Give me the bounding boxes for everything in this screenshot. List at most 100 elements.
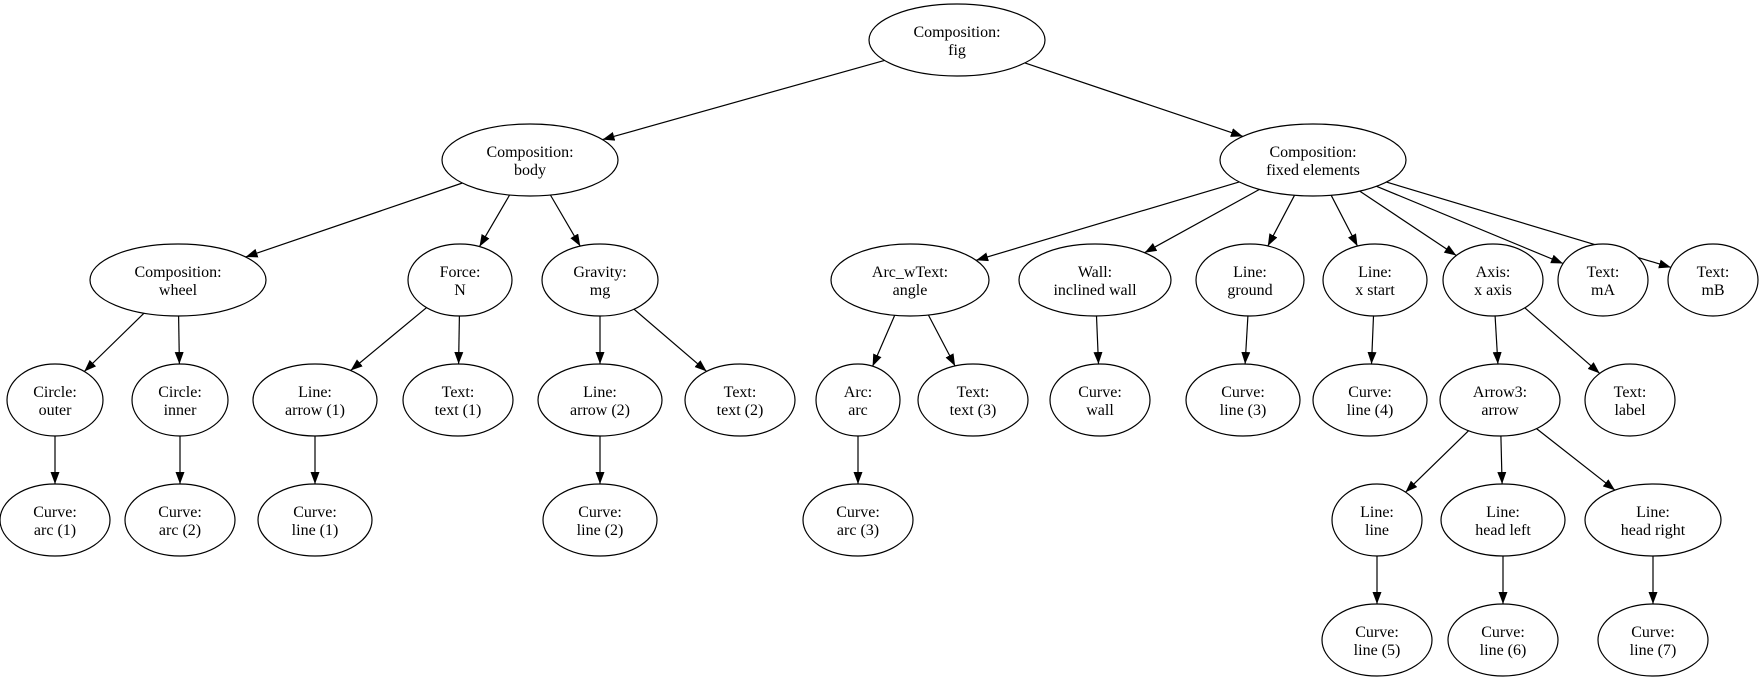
node-label-arrow1-line1: Line: <box>298 384 332 401</box>
node-label-axis-line1: Axis: <box>1476 264 1511 281</box>
node-label-arrow2-line2: arrow (2) <box>570 402 630 419</box>
node-label-label-line2: label <box>1614 402 1646 419</box>
node-label: Text:label <box>1584 363 1676 437</box>
edge-fixed-to-axis <box>1359 190 1457 256</box>
node-ellipse-arrow2 <box>537 363 663 437</box>
node-ellipse-cline6 <box>1447 603 1559 677</box>
node-label-mB-line1: Text: <box>1697 264 1730 281</box>
edge-fixed-to-mA <box>1376 185 1564 265</box>
node-label-text2-line1: Text: <box>724 384 757 401</box>
node-label-fixed-line2: fixed elements <box>1266 162 1360 179</box>
edge-body-to-force <box>478 194 511 247</box>
node-label-cline1-line1: Curve: <box>293 504 337 521</box>
node-label-lheadr-line2: head right <box>1621 522 1686 539</box>
node-fixed: Composition:fixed elements <box>1219 123 1407 197</box>
edge-arrow3-to-lheadr <box>1536 428 1616 491</box>
edge-fixed-to-ground <box>1267 195 1296 247</box>
node-label-carc1-line2: arc (1) <box>34 522 76 539</box>
node-label-carc2-line2: arc (2) <box>159 522 201 539</box>
edge-axis-to-label <box>1524 307 1601 374</box>
node-ellipse-cline7 <box>1597 603 1709 677</box>
node-cline2: Curve:line (2) <box>542 483 658 557</box>
node-cline7: Curve:line (7) <box>1597 603 1709 677</box>
node-ellipse-carc3 <box>802 483 914 557</box>
node-ellipse-text3 <box>917 363 1029 437</box>
node-mA: Text:mA <box>1557 243 1649 317</box>
edge-arcwtext-to-text3 <box>927 314 956 367</box>
node-text1: Text:text (1) <box>402 363 514 437</box>
node-ellipse-cwall <box>1049 363 1151 437</box>
node-label-lheadl-line1: Line: <box>1486 504 1520 521</box>
node-cline1: Curve:line (1) <box>257 483 373 557</box>
edge-arrow3-to-lline <box>1405 430 1470 493</box>
node-arc: Arc:arc <box>815 363 901 437</box>
node-label-cwall-line1: Curve: <box>1078 384 1122 401</box>
nodes-layer: Composition:figComposition:bodyCompositi… <box>0 3 1759 677</box>
node-cline5: Curve:line (5) <box>1321 603 1433 677</box>
node-label-arcwtext-line1: Arc_wText: <box>872 264 948 281</box>
node-xstart: Line:x start <box>1322 243 1428 317</box>
node-text2: Text:text (2) <box>684 363 796 437</box>
node-ellipse-cline4 <box>1312 363 1428 437</box>
node-label-carc2-line1: Curve: <box>158 504 202 521</box>
node-body: Composition:body <box>441 123 619 197</box>
node-ellipse-cline1 <box>257 483 373 557</box>
edge-arcwtext-to-arc <box>872 315 896 367</box>
node-label-arc-line2: arc <box>848 402 868 419</box>
node-ellipse-ground <box>1195 243 1305 317</box>
node-label-cline7-line2: line (7) <box>1630 642 1677 659</box>
node-label-body-line1: Composition: <box>486 144 573 161</box>
node-label-arrow3-line2: arrow <box>1481 402 1519 419</box>
node-fig: Composition:fig <box>868 3 1046 77</box>
node-ellipse-gravity <box>541 243 659 317</box>
edge-fixed-to-arcwtext <box>975 181 1240 262</box>
node-label-arc-line1: Arc: <box>844 384 872 401</box>
node-ellipse-cline3 <box>1185 363 1301 437</box>
node-label-lline-line1: Line: <box>1360 504 1394 521</box>
node-label-mA-line2: mA <box>1591 282 1615 299</box>
node-ellipse-arcwtext <box>830 243 990 317</box>
node-label-label-line1: Text: <box>1614 384 1647 401</box>
edge-fixed-to-xstart <box>1330 195 1359 247</box>
node-label-text3-line2: text (3) <box>950 402 997 419</box>
node-outer: Circle:outer <box>6 363 104 437</box>
node-ellipse-cline2 <box>542 483 658 557</box>
node-ellipse-lheadr <box>1584 483 1722 557</box>
node-carc2: Curve:arc (2) <box>124 483 236 557</box>
node-cline6: Curve:line (6) <box>1447 603 1559 677</box>
edge-xstart-to-cline4 <box>1367 315 1377 365</box>
node-label-carc1-line1: Curve: <box>33 504 77 521</box>
node-ellipse-cline5 <box>1321 603 1433 677</box>
node-label-mA-line1: Text: <box>1587 264 1620 281</box>
node-text3: Text:text (3) <box>917 363 1029 437</box>
node-ellipse-inner <box>131 363 229 437</box>
edge-fig-to-fixed <box>1024 62 1244 137</box>
node-label-lheadr-line1: Line: <box>1636 504 1670 521</box>
node-label-wall-line2: inclined wall <box>1053 282 1137 299</box>
node-label-text2-line2: text (2) <box>717 402 764 419</box>
node-label-cline3-line1: Curve: <box>1221 384 1265 401</box>
node-lheadl: Line:head left <box>1440 483 1566 557</box>
node-cwall: Curve:wall <box>1049 363 1151 437</box>
node-cline3: Curve:line (3) <box>1185 363 1301 437</box>
edge-body-to-gravity <box>549 194 581 247</box>
node-label-gravity-line1: Gravity: <box>573 264 626 281</box>
edge-axis-to-arrow3 <box>1492 315 1502 365</box>
node-ground: Line:ground <box>1195 243 1305 317</box>
node-label-axis-line2: x axis <box>1474 282 1512 299</box>
node-label-fixed-line1: Composition: <box>1269 144 1356 161</box>
node-label-force-line1: Force: <box>440 264 481 281</box>
node-label-arrow2-line1: Line: <box>583 384 617 401</box>
edge-force-to-arrow1 <box>350 307 427 371</box>
node-arrow2: Line:arrow (2) <box>537 363 663 437</box>
node-label-fig-line1: Composition: <box>913 24 1000 41</box>
node-label-cline4-line2: line (4) <box>1347 402 1394 419</box>
node-carc3: Curve:arc (3) <box>802 483 914 557</box>
edge-wheel-to-outer <box>83 312 145 372</box>
edge-wheel-to-inner <box>174 315 184 365</box>
node-label-outer-line2: outer <box>39 402 73 419</box>
node-label-wheel-line1: Composition: <box>134 264 221 281</box>
node-inner: Circle:inner <box>131 363 229 437</box>
